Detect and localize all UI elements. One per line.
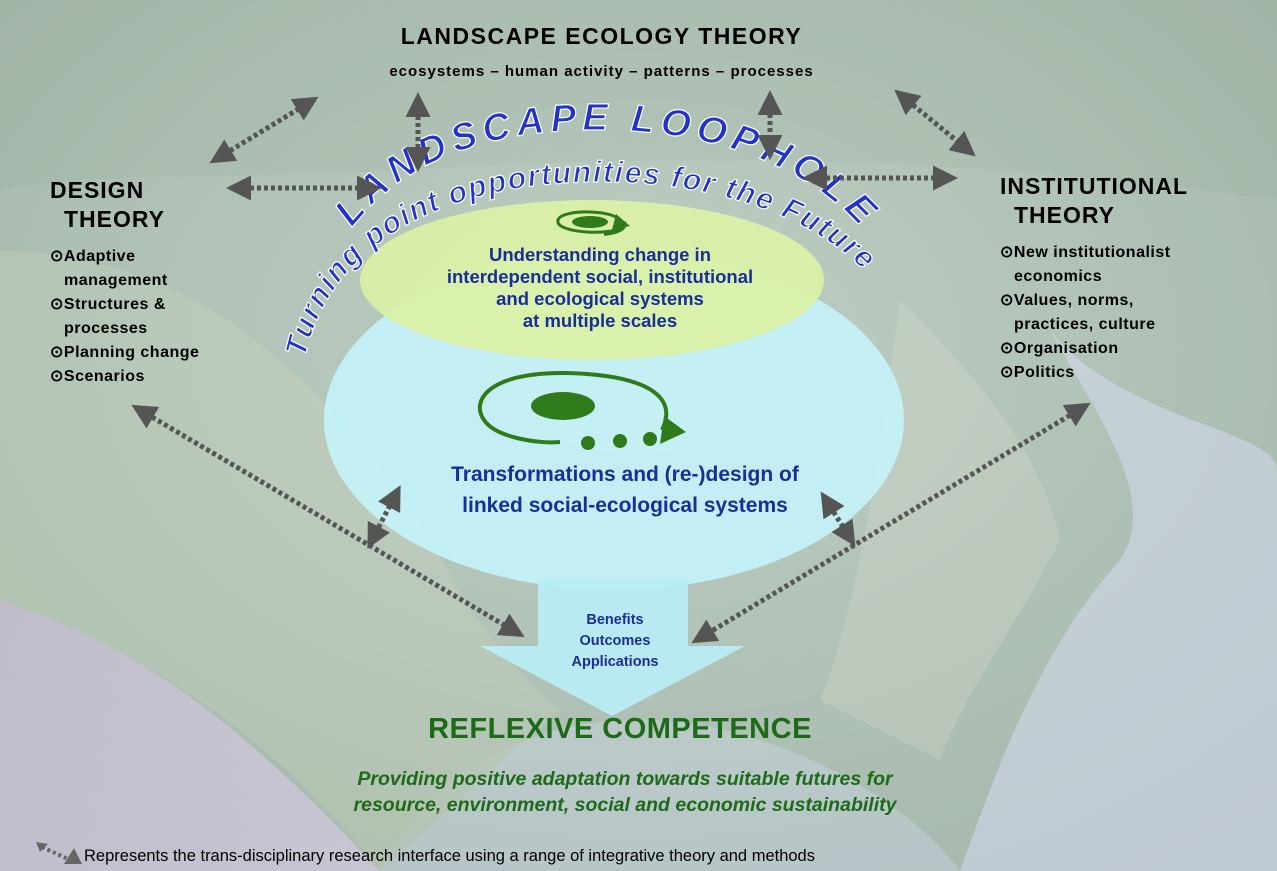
list-item: ⊙Values, norms,: [1000, 292, 1134, 309]
upper-ellipse-line: and ecological systems: [496, 288, 704, 309]
arrow-box-text: Benefits Outcomes Applications: [540, 610, 690, 673]
landscape-ecology-title: LANDSCAPE ECOLOGY THEORY: [400, 23, 803, 49]
institutional-title-line: THEORY: [1014, 202, 1115, 228]
reflexive-line: resource, environment, social and econom…: [353, 794, 897, 816]
landscape-ecology-subtitle: ecosystems – human activity – patterns –…: [389, 63, 814, 80]
upper-ellipse-line: interdependent social, institutional: [446, 266, 754, 287]
dotted-double-arrow-icon: [367, 485, 401, 549]
institutional-title-line: INSTITUTIONAL: [1000, 173, 1189, 199]
upper-ellipse-line: Understanding change in: [488, 244, 712, 265]
list-item: ⊙Structures &: [50, 296, 166, 313]
list-item: practices, culture: [1014, 316, 1156, 333]
dotted-double-arrow-icon: [820, 491, 856, 547]
upper-ellipse-text: Understanding change in interdependent s…: [380, 244, 820, 332]
upper-ellipse: [360, 200, 824, 360]
design-title-line: DESIGN: [50, 177, 145, 203]
upper-ellipse-line: at multiple scales: [522, 310, 678, 331]
reflexive-competence-title: REFLEXIVE COMPETENCE: [428, 713, 812, 745]
institutional-theory-list: ⊙New institutionalist economics ⊙Values,…: [1000, 241, 1171, 385]
dotted-double-arrow-icon: [894, 89, 976, 157]
dotted-double-arrow-icon: [131, 404, 525, 638]
lower-ellipse-line: Transformations and (re-)design of: [451, 463, 799, 486]
reflexive-line: Providing positive adaptation towards su…: [357, 768, 893, 790]
down-arrow-icon: [480, 578, 745, 716]
reflexive-competence-description: Providing positive adaptation towards su…: [0, 766, 1250, 818]
lower-ellipse-text: Transformations and (re-)design of linke…: [360, 459, 890, 521]
list-item: processes: [64, 320, 148, 337]
lower-ellipse-line: linked social-ecological systems: [462, 494, 788, 517]
arrow-box-line: Benefits: [586, 612, 644, 628]
list-item: ⊙Organisation: [1000, 340, 1119, 357]
list-item: ⊙New institutionalist: [1000, 244, 1171, 261]
list-item: management: [64, 272, 168, 289]
legend-arrow-icon: [36, 842, 82, 864]
dotted-double-arrow-icon: [209, 96, 319, 164]
arrow-box-line: Outcomes: [579, 633, 651, 649]
list-item: ⊙Politics: [1000, 364, 1075, 381]
spiral-icon: [556, 210, 630, 236]
list-item: ⊙Adaptive: [50, 248, 136, 265]
dotted-double-arrow-icon: [691, 402, 1091, 644]
design-theory-title: DESIGN THEORY: [50, 176, 165, 234]
design-theory-list: ⊙Adaptive management ⊙Structures & proce…: [50, 245, 199, 389]
list-item: ⊙Scenarios: [50, 368, 145, 385]
institutional-theory-title: INSTITUTIONAL THEORY: [1000, 172, 1188, 230]
list-item: ⊙Planning change: [50, 344, 200, 361]
legend-text: Represents the trans-disciplinary resear…: [84, 847, 815, 865]
arrow-box-line: Applications: [571, 654, 659, 670]
list-item: economics: [1014, 268, 1103, 285]
design-title-line: THEORY: [64, 206, 165, 232]
